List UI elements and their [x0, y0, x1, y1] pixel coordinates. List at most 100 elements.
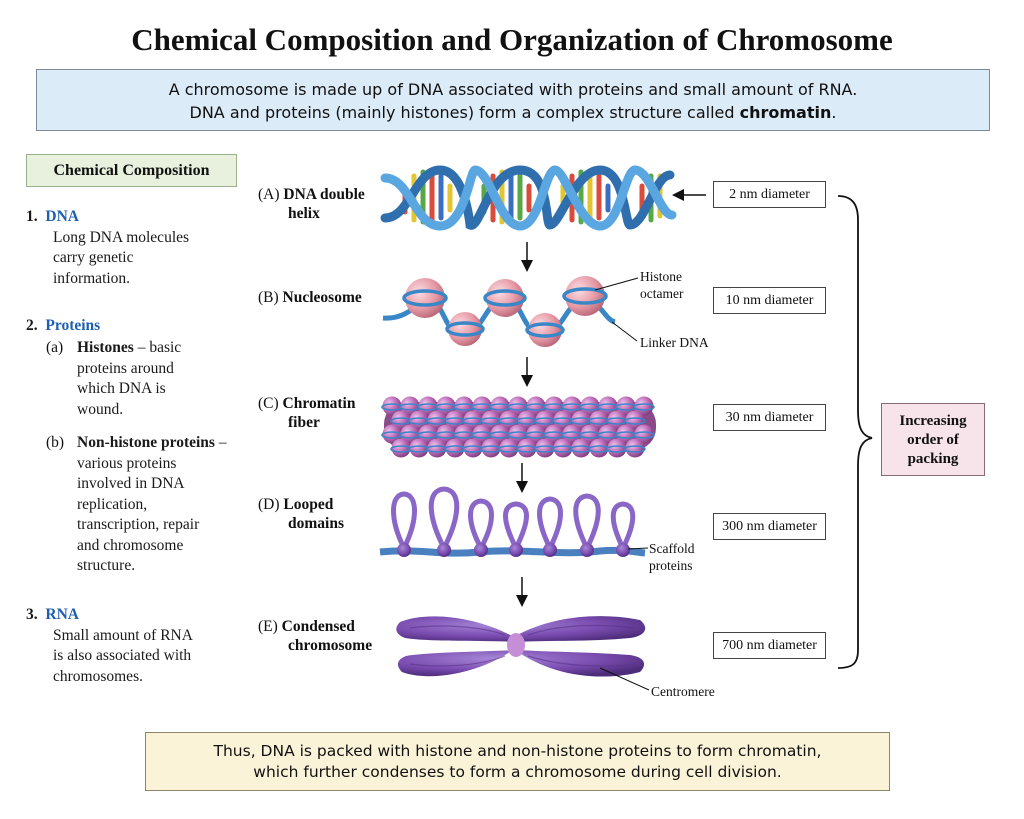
chromatin-bead — [499, 438, 519, 458]
stage-d-label: (D) Looped domains — [258, 495, 344, 533]
chromatin-bead — [472, 424, 492, 444]
intro-line-2: DNA and proteins (mainly histones) form … — [37, 101, 989, 124]
chromatin-bead — [409, 438, 429, 458]
stage-c-name: Chromatin — [282, 395, 356, 412]
chromatin-bead — [508, 396, 528, 416]
stage-b-label: (B) Nucleosome — [258, 288, 362, 307]
chromatin-bead — [409, 410, 429, 430]
stage-d-name: Looped — [283, 496, 334, 513]
stage-b-letter: (B) — [258, 289, 279, 306]
nonhistone-head: Non-histone proteins – — [77, 433, 227, 454]
packing-line: order of — [907, 432, 959, 448]
scaffold-proteins-label: Scaffold proteins — [649, 540, 695, 574]
chromatin-bead — [535, 410, 555, 430]
nonhistone-desc-line: transcription, repair — [77, 516, 200, 533]
nonhistone-desc-line: replication, — [77, 495, 148, 513]
chromatid-lower — [397, 649, 645, 677]
chromatin-bead — [490, 396, 510, 416]
chromatin-bead — [454, 424, 474, 444]
chromatin-bead — [463, 438, 483, 458]
dna-title: DNA — [45, 208, 79, 225]
stage-e-name: Condensed — [281, 618, 355, 635]
histone-bead — [528, 313, 562, 347]
chromatin-bead — [427, 438, 447, 458]
stage-d-letter: (D) — [258, 496, 280, 513]
histones-rest: – basic — [133, 339, 182, 356]
nucleosome-illustration — [382, 276, 639, 347]
dna-desc-line: Long DNA molecules — [53, 228, 190, 246]
histone-octamer-label: Histone octamer — [640, 268, 683, 302]
histone-bead — [486, 279, 524, 317]
diameter-700nm: 700 nm diameter — [713, 632, 826, 659]
stage-c-letter: (C) — [258, 395, 279, 412]
chromatin-bead — [589, 410, 609, 430]
chromatin-bead — [436, 424, 456, 444]
chromatin-bead — [481, 438, 501, 458]
diameter-2nm: 2 nm diameter — [713, 181, 826, 208]
scaffold-protein-nodes — [397, 543, 630, 557]
chromatin-bead — [535, 438, 555, 458]
nonhistone-desc-line: and chromosome — [77, 536, 184, 554]
chromatin-bead — [607, 438, 627, 458]
intro-line-1: A chromosome is made up of DNA associate… — [168, 80, 858, 99]
proteins-title: Proteins — [45, 317, 101, 334]
chromatin-bead — [544, 424, 564, 444]
stage-d-name-2: domains — [288, 515, 344, 532]
chromatin-bead — [382, 424, 402, 444]
condensed-chromosome-illustration — [396, 616, 650, 691]
chromatin-bead — [418, 396, 438, 416]
chromatin-bead — [616, 424, 636, 444]
chromatin-bead — [562, 424, 582, 444]
chromatin-bead — [499, 410, 519, 430]
chromatin-bead — [454, 396, 474, 416]
stage-a-name-2: helix — [288, 205, 320, 222]
chromatin-bead — [625, 410, 645, 430]
dna-wraps — [402, 287, 608, 338]
stage-e-name-2: chromosome — [288, 637, 373, 654]
helix-strand-front — [380, 165, 677, 231]
dna-desc: Long DNA molecules carry genetic informa… — [26, 228, 189, 290]
dna-heading: 1. DNA — [26, 207, 189, 228]
chromatin-bead — [562, 396, 582, 416]
chromatin-dna-wrap — [624, 417, 646, 425]
chromatin-bead — [436, 396, 456, 416]
rna-heading: 3. RNA — [26, 605, 193, 626]
scaffold-node — [474, 543, 488, 557]
scaffold-line: Scaffold — [649, 541, 695, 556]
histone-bead — [448, 312, 482, 346]
scaffold-node — [509, 543, 523, 557]
chromatin-bead — [598, 424, 618, 444]
centromere — [507, 633, 525, 657]
nonhistone-term: Non-histone proteins — [77, 434, 215, 451]
chromatin-bead — [589, 438, 609, 458]
chromatin-bead — [571, 438, 591, 458]
linker-dna-pointer — [611, 321, 638, 342]
nonhistone-rest: – — [214, 434, 227, 451]
stage-e-letter: (E) — [258, 618, 278, 635]
rna-section: 3. RNA Small amount of RNA is also assoc… — [26, 605, 193, 687]
packing-line: packing — [907, 451, 959, 467]
stage-c-name-2: fiber — [288, 414, 320, 431]
chromatin-bead — [391, 438, 411, 458]
chromatin-bead — [400, 424, 420, 444]
chromatin-bead — [526, 396, 546, 416]
chromatid-upper — [396, 616, 646, 642]
diameter-30nm: 30 nm diameter — [713, 404, 826, 431]
centromere-pointer — [599, 667, 650, 691]
chromatin-bead — [553, 438, 573, 458]
rna-desc-line: Small amount of RNA — [53, 626, 193, 644]
histones-term: Histones — [77, 339, 134, 356]
dna-section: 1. DNA Long DNA molecules carry genetic … — [26, 207, 189, 289]
dna-desc-line: information. — [53, 269, 131, 287]
chromatin-bead — [391, 410, 411, 430]
dna-number: 1. — [26, 208, 38, 225]
intro-period: . — [831, 103, 837, 122]
chromatin-bead — [544, 396, 564, 416]
histones-desc-line: wound. — [77, 400, 124, 418]
diameter-300nm: 300 nm diameter — [713, 513, 826, 540]
histone-octamer-line: octamer — [640, 286, 684, 301]
page-title: Chemical Composition and Organization of… — [131, 22, 893, 57]
scaffold-node — [437, 543, 451, 557]
chromatin-bead — [517, 410, 537, 430]
